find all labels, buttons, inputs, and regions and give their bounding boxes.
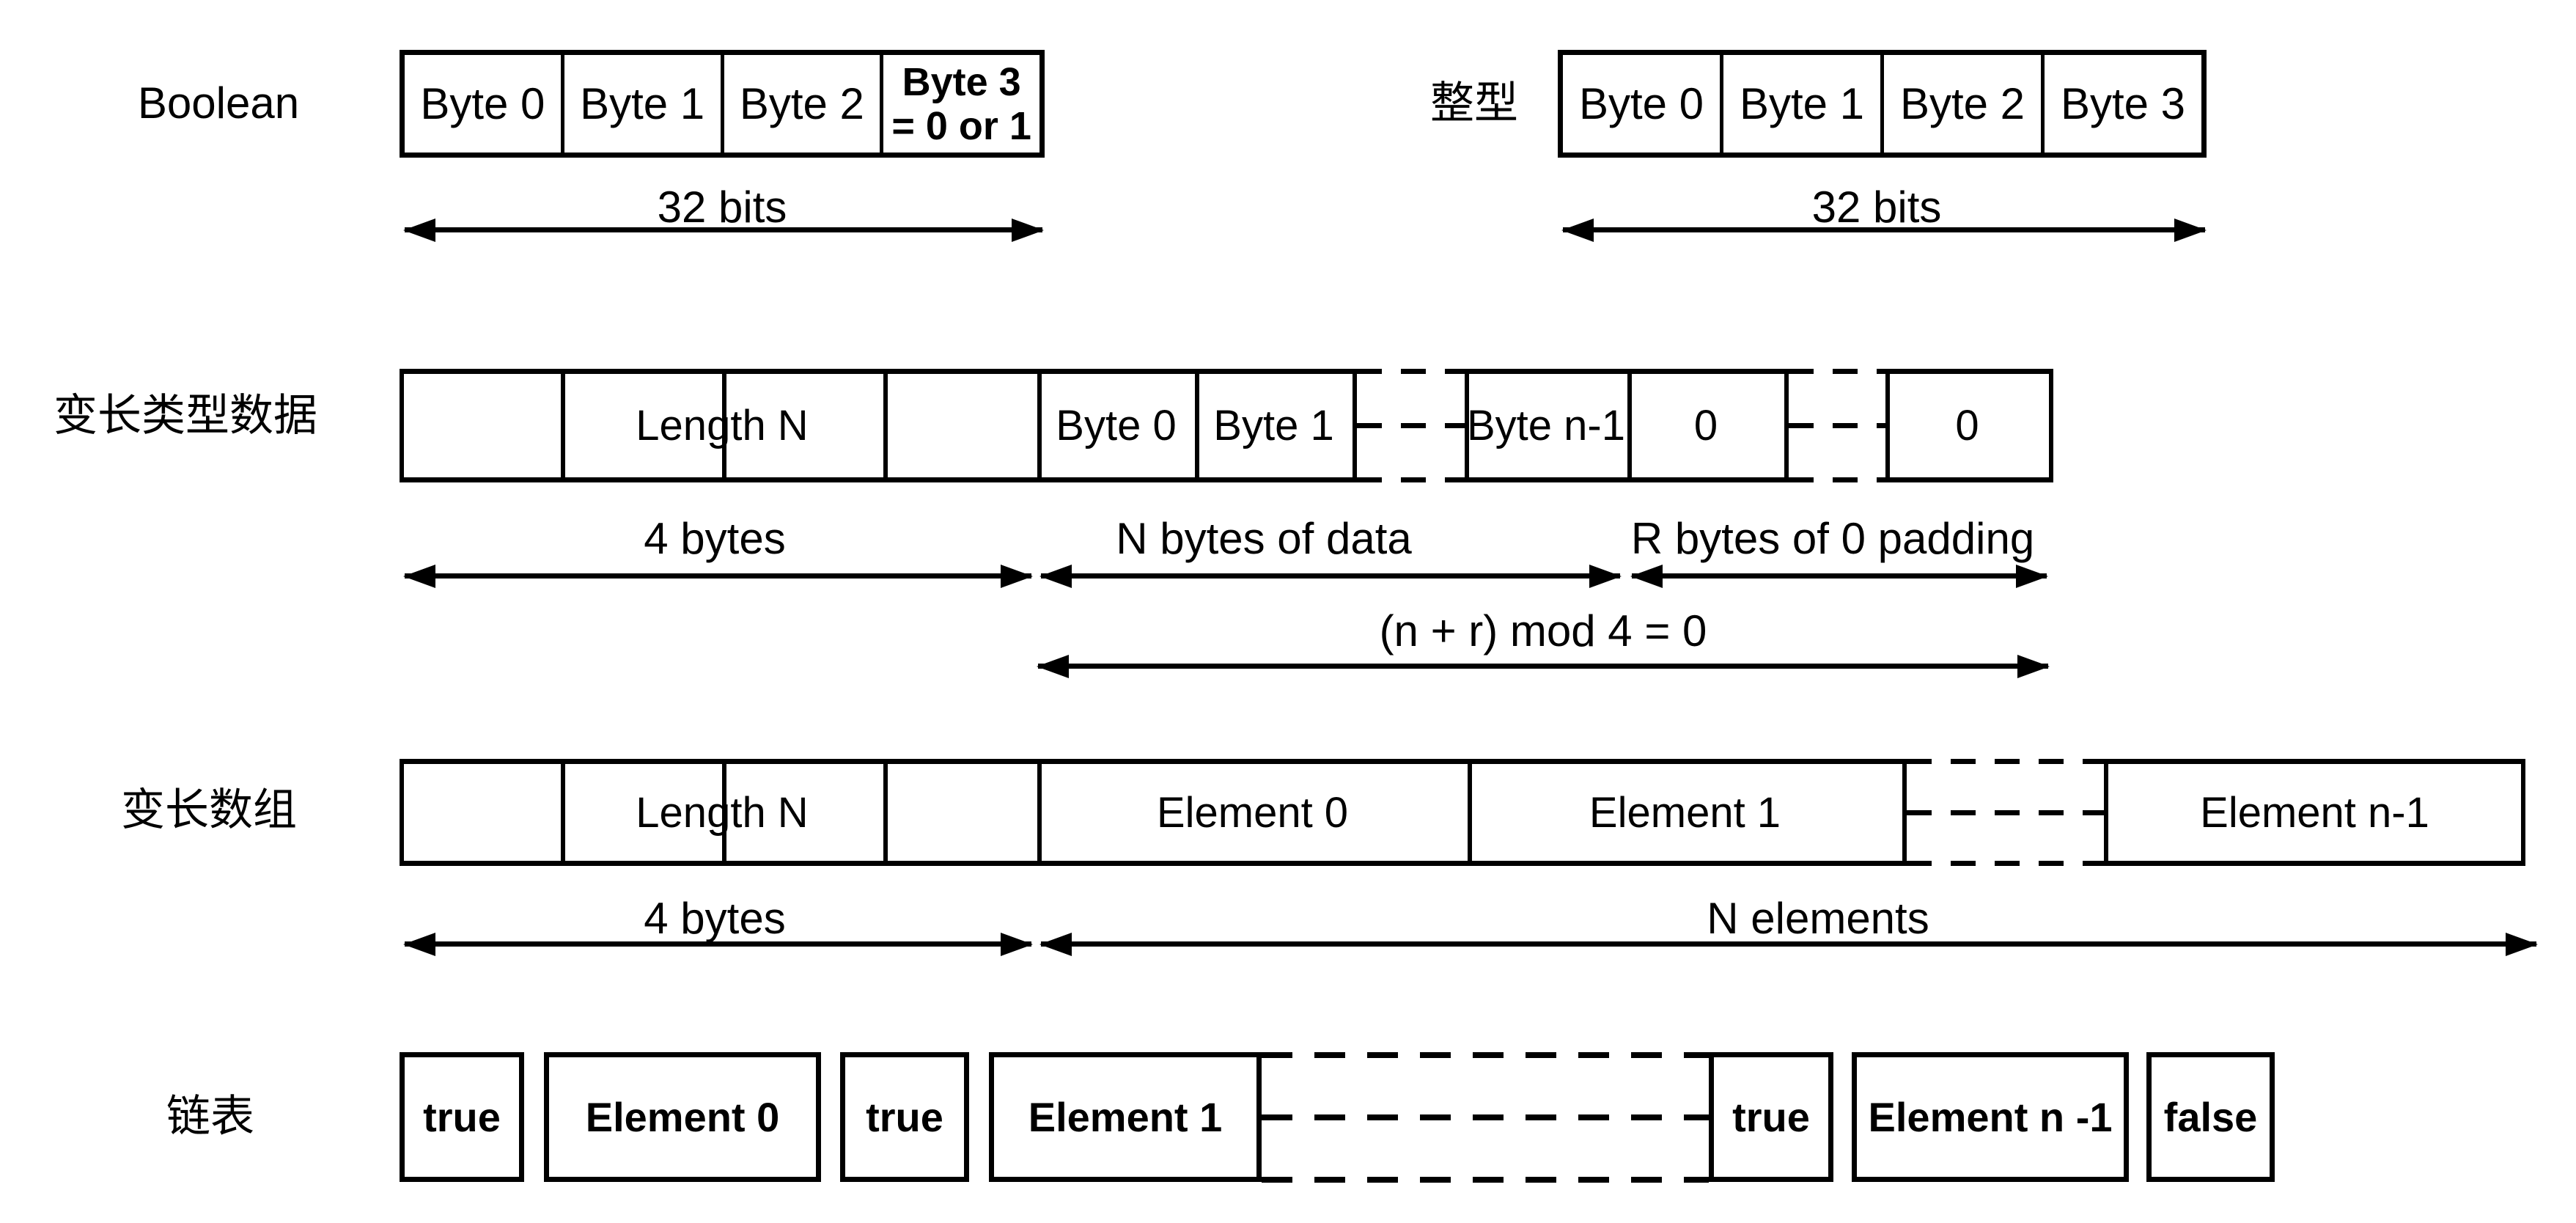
cell-divider	[1037, 759, 1042, 866]
strip-border	[1885, 369, 2053, 374]
variable-data-nbytes-label: N bytes of data	[1116, 514, 1412, 563]
ellipsis-dashes-mid	[1789, 423, 1885, 428]
linked-list-true-box: true	[400, 1052, 524, 1182]
strip-border	[400, 477, 1357, 482]
cell-divider	[561, 759, 565, 866]
variable-data-nbytes-arrow	[1041, 573, 1620, 579]
boolean-byte3-line2: = 0 or 1	[891, 103, 1031, 148]
variable-data-length-label: Length N	[636, 402, 809, 449]
cell-divider	[1195, 369, 1199, 482]
ellipsis-dashes-mid	[1907, 810, 2104, 815]
cell-divider	[883, 369, 888, 482]
integer-row-label: 整型	[1430, 78, 1518, 128]
variable-array-4bytes-label: 4 bytes	[644, 894, 786, 943]
linked-list-true-box: true	[840, 1052, 969, 1182]
variable-data-4bytes-label: 4 bytes	[644, 514, 786, 563]
ellipsis-dashes-bottom	[1262, 1177, 1709, 1183]
variable-array-nelements-arrow	[1041, 941, 2536, 947]
boolean-byte0-cell: Byte 0	[420, 79, 545, 128]
linked-list-element0-box: Element 0	[544, 1052, 821, 1182]
variable-data-pad0-cell: 0	[1955, 402, 1979, 449]
boolean-byte2-cell: Byte 2	[720, 55, 880, 153]
variable-data-pad0-cell: 0	[1693, 402, 1718, 449]
ellipsis-dashes-bottom	[1789, 477, 1885, 482]
boolean-span-label: 32 bits	[657, 183, 787, 232]
variable-array-row-label: 变长数组	[121, 785, 297, 834]
strip-border	[1465, 477, 1789, 482]
cell-divider	[722, 369, 726, 482]
ellipsis-dashes-top	[1789, 369, 1885, 374]
cell-divider	[400, 759, 404, 866]
integer-32bits-arrow	[1563, 227, 2205, 232]
cell-divider	[2049, 369, 2053, 482]
cell-divider	[883, 759, 888, 866]
ellipsis-dashes-top	[1357, 369, 1465, 374]
ellipsis-dashes-top	[1907, 759, 2104, 764]
cell-divider	[2104, 759, 2108, 866]
variable-array-strip: Length N Element 0 Element 1 Element n-1	[400, 759, 2525, 866]
variable-data-row-label: 变长类型数据	[54, 391, 317, 440]
variable-array-elementn1-cell: Element n-1	[2200, 788, 2429, 837]
cell-divider	[1468, 759, 1472, 866]
cell-divider	[1627, 369, 1632, 482]
ellipsis-dashes-top	[1262, 1052, 1709, 1058]
integer-byte2-cell: Byte 2	[1880, 55, 2041, 153]
ellipsis-dashes-bottom	[1907, 861, 2104, 866]
variable-data-byte1-cell: Byte 1	[1213, 402, 1334, 449]
variable-data-rbytes-label: R bytes of 0 padding	[1630, 514, 2035, 563]
boolean-byte3-line1: Byte 3	[902, 59, 1021, 104]
boolean-byte-row: Byte 0 Byte 1 Byte 2 Byte 3 = 0 or 1	[400, 50, 1045, 158]
strip-border	[2104, 861, 2525, 866]
linked-list-elementn1-box: Element n -1	[1852, 1052, 2129, 1182]
integer-byte-row: Byte 0 Byte 1 Byte 2 Byte 3	[1558, 50, 2207, 158]
variable-data-constraint-arrow	[1038, 664, 2048, 669]
variable-data-byte0-cell: Byte 0	[1056, 402, 1177, 449]
cell-divider	[722, 759, 726, 866]
strip-border	[400, 861, 1907, 866]
linked-list-false-box: false	[2146, 1052, 2275, 1182]
variable-array-length-label: Length N	[636, 788, 809, 837]
integer-byte1-cell: Byte 1	[1720, 55, 1880, 153]
variable-array-4bytes-arrow	[405, 941, 1031, 947]
integer-byte3-cell: Byte 3	[2041, 55, 2201, 153]
boolean-32bits-arrow	[405, 227, 1042, 232]
boolean-row-label: Boolean	[137, 78, 300, 128]
variable-data-rbytes-arrow	[1632, 573, 2047, 579]
cell-divider	[1784, 369, 1789, 482]
boolean-byte1-cell: Byte 1	[560, 55, 721, 153]
linked-list-row-label: 链表	[166, 1092, 254, 1141]
cell-divider	[1037, 369, 1042, 482]
cell-divider	[400, 369, 404, 482]
cell-divider	[1902, 759, 1907, 866]
strip-border	[1885, 477, 2053, 482]
strip-border	[400, 369, 1357, 374]
variable-array-element1-cell: Element 1	[1589, 788, 1781, 837]
variable-data-4bytes-arrow	[405, 573, 1031, 579]
integer-span-label: 32 bits	[1811, 183, 1942, 232]
variable-data-byte-strip: Length N Byte 0 Byte 1 Byte n-1 0 0	[400, 369, 2053, 482]
strip-border	[1465, 369, 1789, 374]
variable-data-constraint-label: (n + r) mod 4 = 0	[1379, 606, 1707, 655]
variable-data-byten1-cell: Byte n-1	[1467, 402, 1625, 449]
variable-array-nelements-label: N elements	[1707, 894, 1929, 943]
strip-border	[400, 759, 1907, 764]
variable-array-element0-cell: Element 0	[1156, 788, 1349, 837]
cell-divider	[561, 369, 565, 482]
cell-divider	[2521, 759, 2525, 866]
cell-divider	[1885, 369, 1890, 482]
integer-byte0-cell: Byte 0	[1578, 79, 1704, 128]
linked-list-true-box: true	[1709, 1052, 1833, 1182]
cell-divider	[1465, 369, 1469, 482]
ellipsis-dashes-bottom	[1357, 477, 1465, 482]
strip-border	[2104, 759, 2525, 764]
cell-divider	[1353, 369, 1357, 482]
linked-list-element1-box: Element 1	[989, 1052, 1262, 1182]
ellipsis-dashes-mid	[1357, 423, 1465, 428]
ellipsis-dashes-mid	[1262, 1114, 1709, 1120]
boolean-byte3-cell: Byte 3 = 0 or 1	[880, 55, 1039, 153]
